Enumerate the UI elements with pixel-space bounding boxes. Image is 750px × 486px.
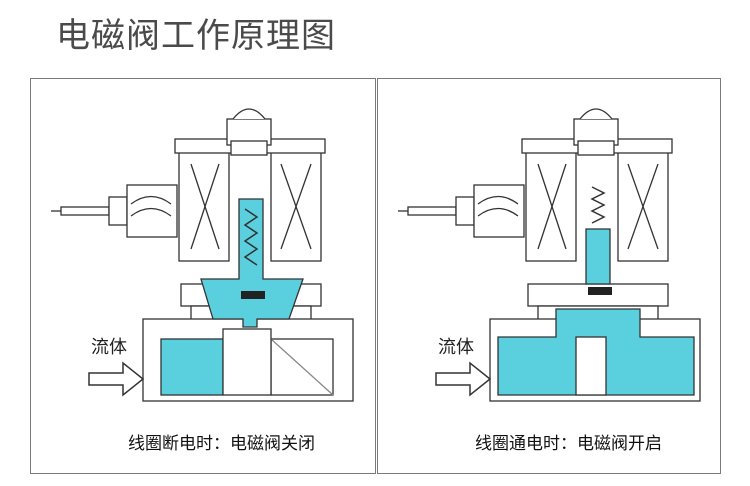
panel-valve-open: 流体 线圈通电时：电磁阀开启 (377, 78, 721, 474)
caption-open: 线圈通电时：电磁阀开启 (475, 434, 662, 454)
spring-icon (243, 208, 259, 266)
inlet-fluid (160, 338, 224, 396)
pilot-fluid (585, 228, 611, 285)
flow-label: 流体 (91, 337, 127, 358)
coil-left (178, 150, 230, 262)
wire-lead (51, 184, 178, 238)
caption-closed: 线圈断电时：电磁阀关闭 (128, 434, 315, 454)
center-divider (575, 336, 607, 396)
panel-valve-closed: 流体 线圈断电时：电磁阀关闭 (30, 78, 376, 474)
page-title: 电磁阀工作原理图 (56, 16, 336, 56)
valve-closed-diagram (51, 108, 354, 402)
pilot-fluid (200, 198, 304, 328)
flow-arrow-icon (88, 361, 145, 397)
seal-closed (241, 291, 265, 299)
valve-open-diagram (398, 108, 701, 402)
coil-left (525, 150, 577, 262)
flow-label: 流体 (438, 337, 474, 358)
wire-lead (398, 184, 525, 238)
seal-open (588, 287, 612, 295)
spring-icon (590, 186, 606, 224)
flow-arrow-icon (435, 361, 492, 397)
